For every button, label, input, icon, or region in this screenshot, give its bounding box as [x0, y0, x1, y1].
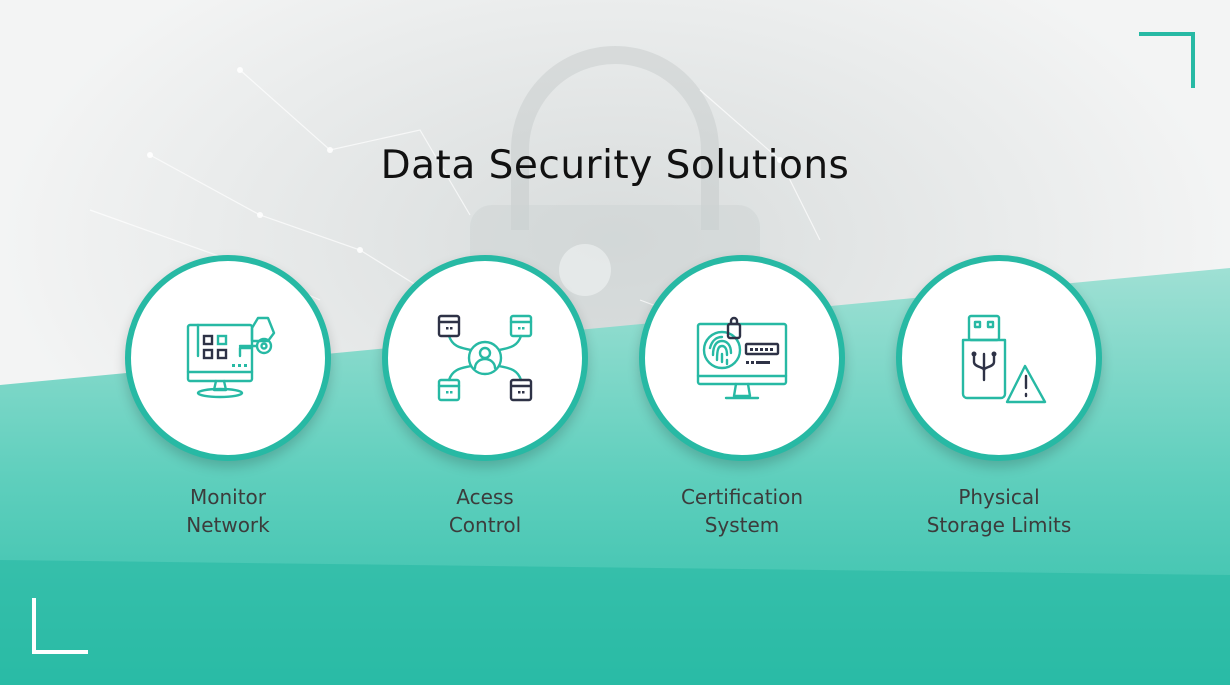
label-line-2: System — [704, 513, 780, 537]
slide-title: Data Security Solutions — [380, 143, 850, 188]
solution-label: Monitor Network — [95, 483, 361, 539]
label-line-2: Storage Limits — [926, 513, 1072, 537]
corner-accent-top-right — [1139, 32, 1195, 88]
label-line-2: Control — [448, 513, 522, 537]
solution-access-control: Acess Control — [382, 255, 588, 545]
label-line-1: Physical — [958, 485, 1040, 509]
icon-circle — [125, 255, 331, 461]
icon-circle — [896, 255, 1102, 461]
label-line-1: Certification — [680, 485, 804, 509]
label-line-1: Acess — [456, 485, 514, 509]
solution-label: Certification System — [609, 483, 875, 539]
solution-certification-system: Certification System — [639, 255, 845, 545]
solution-label: Physical Storage Limits — [866, 483, 1132, 539]
solution-monitor-network: Monitor Network — [125, 255, 331, 545]
corner-accent-bottom-left — [32, 598, 88, 654]
access-control-icon — [437, 314, 533, 402]
label-line-2: Network — [186, 513, 270, 537]
fingerprint-monitor-icon — [696, 316, 788, 400]
solution-physical-storage-limits: Physical Storage Limits — [896, 255, 1102, 545]
usb-warning-icon — [961, 314, 1047, 404]
label-line-1: Monitor — [189, 485, 267, 509]
icon-circle — [382, 255, 588, 461]
icon-circle — [639, 255, 845, 461]
monitor-network-icon — [186, 316, 276, 399]
solution-label: Acess Control — [352, 483, 618, 539]
